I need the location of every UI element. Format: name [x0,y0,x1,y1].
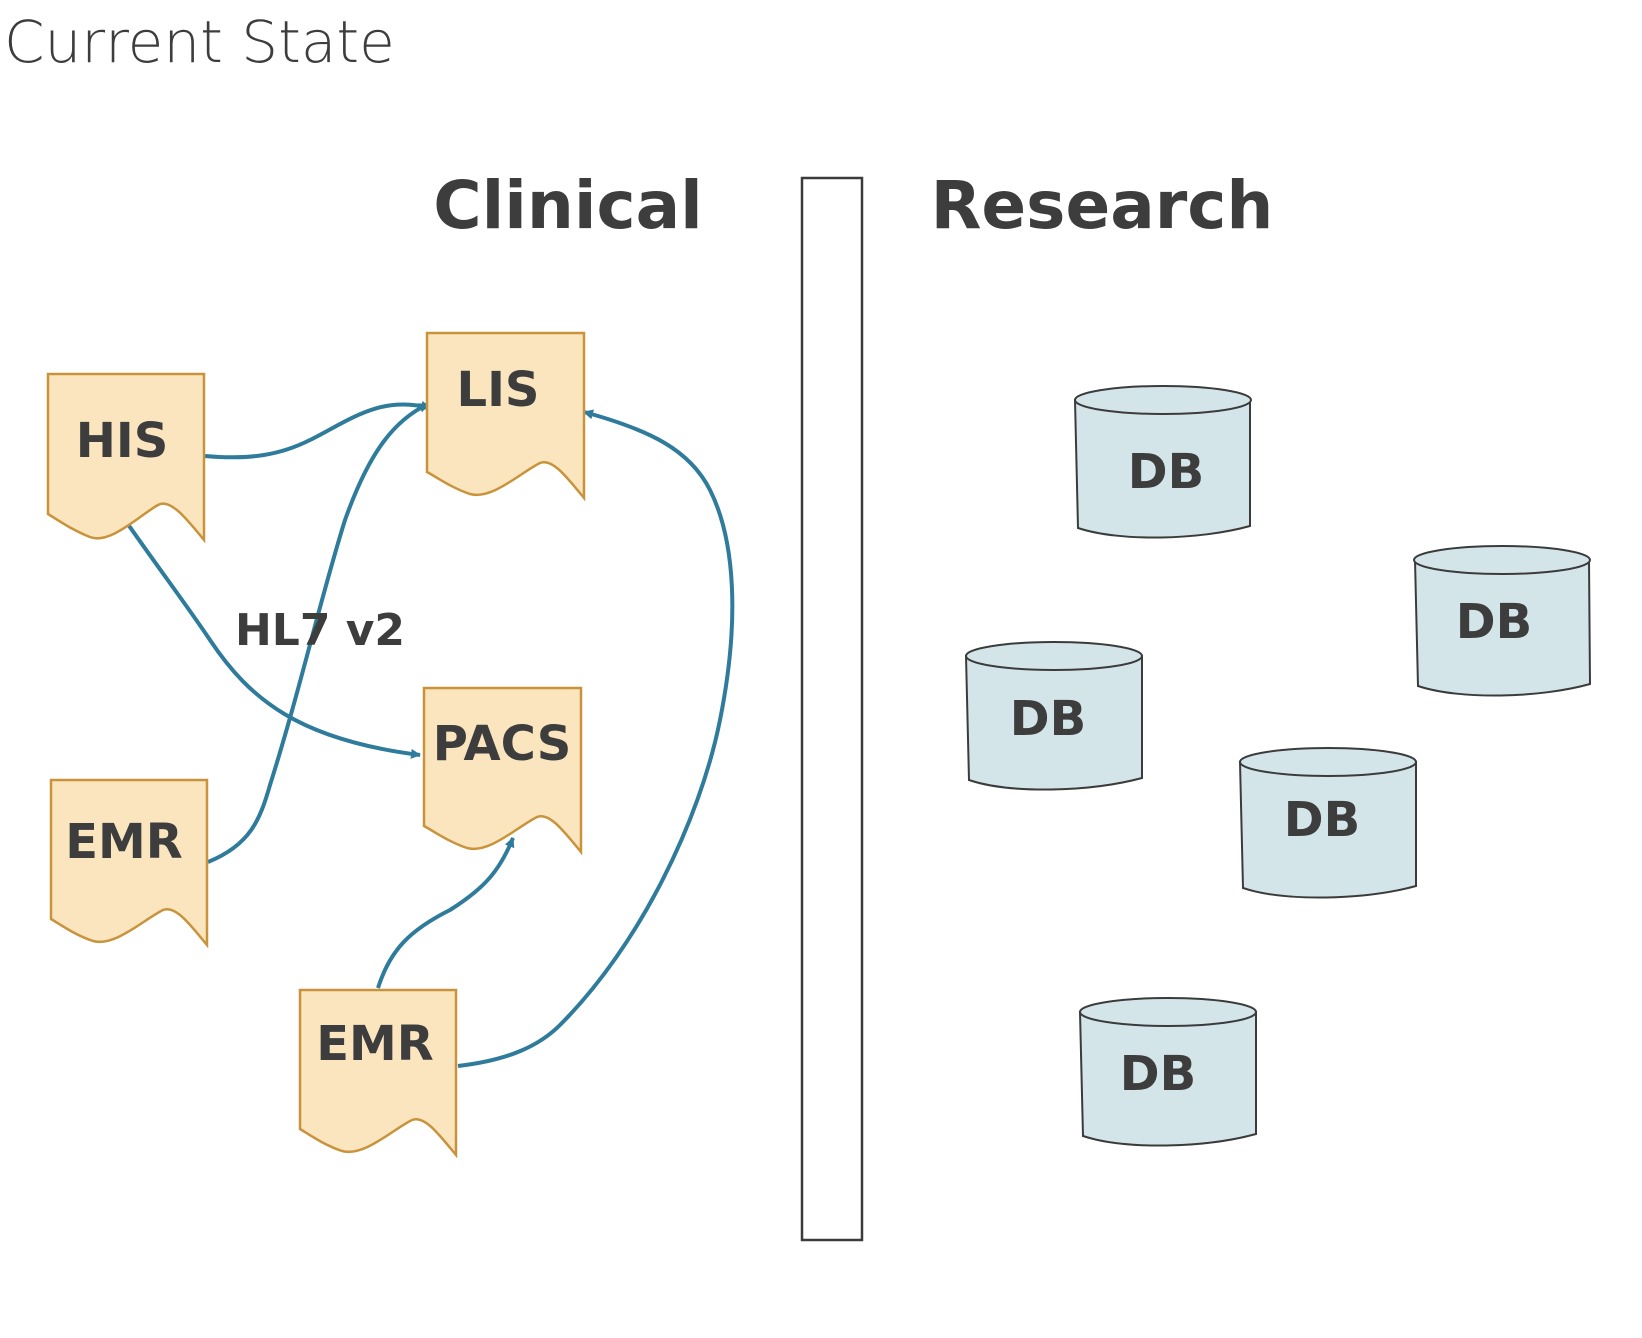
system-pacs: PACS [422,686,583,856]
db-label-5: DB [1120,1046,1196,1102]
arrow-emr-bottom-to-lis [457,409,735,1068]
clinical-research-divider [800,176,864,1242]
database-cylinder-1: DB [1073,385,1252,539]
page-title: Current State [4,8,395,76]
system-emr-left: EMR [49,778,209,949]
system-emr-bottom: EMR [298,988,458,1159]
emr-left-label: EMR [65,814,183,870]
database-cylinder-3: DB [964,641,1143,791]
system-his: HIS [46,372,206,544]
database-cylinder-2: DB [1413,545,1592,697]
hl7-v2-label: HL7 v2 [235,605,405,656]
document-shape [46,372,206,544]
research-section-title: Research [931,167,1274,244]
database-cylinder-5: DB [1078,997,1257,1147]
connectors [123,400,735,1068]
arrow-emr-bottom-to-pacs [376,837,515,989]
db-label-3: DB [1010,691,1086,747]
arrow-his-to-pacs [123,518,421,759]
document-shape [422,686,583,856]
db-label-4: DB [1284,792,1360,848]
arrow-emr-left-to-lis [207,402,429,864]
document-shape [298,988,458,1159]
his-label: HIS [76,413,169,469]
database-cylinder-4: DB [1238,747,1417,899]
clinical-section-title: Clinical [433,167,703,244]
document-shape [425,331,586,502]
pacs-label: PACS [433,716,572,772]
arrow-his-to-lis [204,400,431,460]
db-label-2: DB [1456,594,1532,650]
emr-bottom-label: EMR [316,1016,434,1072]
lis-label: LIS [456,362,539,418]
document-shape [49,778,209,949]
system-lis: LIS [425,331,586,502]
db-label-1: DB [1128,444,1204,500]
